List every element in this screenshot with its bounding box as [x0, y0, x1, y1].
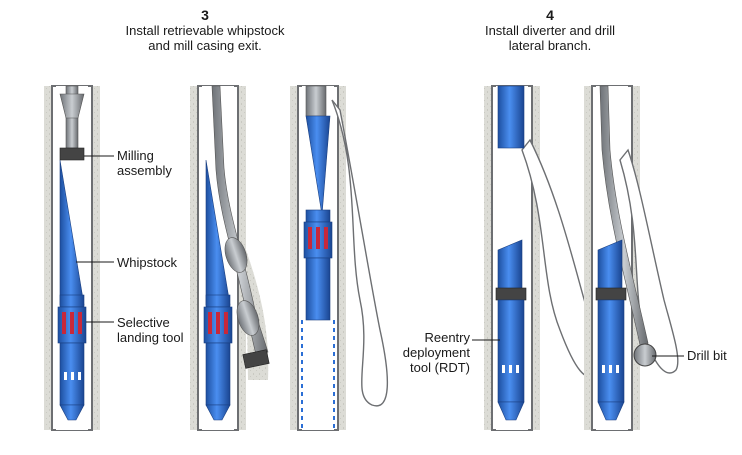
landing-tool-1 — [57, 294, 87, 421]
whipstock-3 — [305, 115, 331, 216]
well-3 — [290, 85, 389, 431]
mill-string-2 — [211, 85, 269, 356]
step-3-caption-line1: Install retrievable whipstock — [125, 23, 285, 38]
well-5 — [584, 85, 679, 431]
rdt-label-line3: tool (RDT) — [410, 360, 470, 375]
milling-assembly-label: Milling assembly — [117, 148, 172, 178]
rdt-4 — [495, 239, 527, 421]
whipstock-label: Whipstock — [117, 255, 177, 270]
rdt-5 — [595, 239, 627, 421]
landing-label-line1: Selective — [117, 315, 170, 330]
landing-tool-3 — [303, 209, 333, 321]
milling-assembly — [59, 85, 85, 161]
step-4-number: 4 — [546, 7, 554, 23]
step-3-caption: 3 Install retrievable whipstock and mill… — [90, 7, 320, 54]
lateral-3 — [331, 99, 389, 407]
landing-tool-label: Selective landing tool — [117, 315, 184, 345]
rdt-label-line1: Reentry — [424, 330, 470, 345]
leader-lines — [76, 155, 684, 357]
milling-label-line1: Milling — [117, 148, 154, 163]
drill-bit-label: Drill bit — [687, 348, 727, 363]
step-3-caption-line2: and mill casing exit. — [148, 38, 262, 53]
step-4-caption-line1: Install diverter and drill — [484, 23, 616, 38]
step-3-number: 3 — [201, 7, 209, 23]
step-4-caption-line2: lateral branch. — [508, 38, 592, 53]
landing-label-line2: landing tool — [117, 330, 184, 345]
drill-string-5 — [599, 85, 649, 346]
landing-tool-2 — [203, 294, 233, 421]
well-2 — [190, 85, 270, 431]
well-1 — [44, 85, 100, 431]
milling-label-line2: assembly — [117, 163, 172, 178]
step-4-caption: 4 Install diverter and drill lateral bra… — [450, 7, 650, 54]
rdt-label: Reentry deployment tool (RDT) — [396, 330, 470, 375]
drill-bit-shape — [633, 343, 657, 367]
rdt-label-line2: deployment — [402, 345, 470, 360]
